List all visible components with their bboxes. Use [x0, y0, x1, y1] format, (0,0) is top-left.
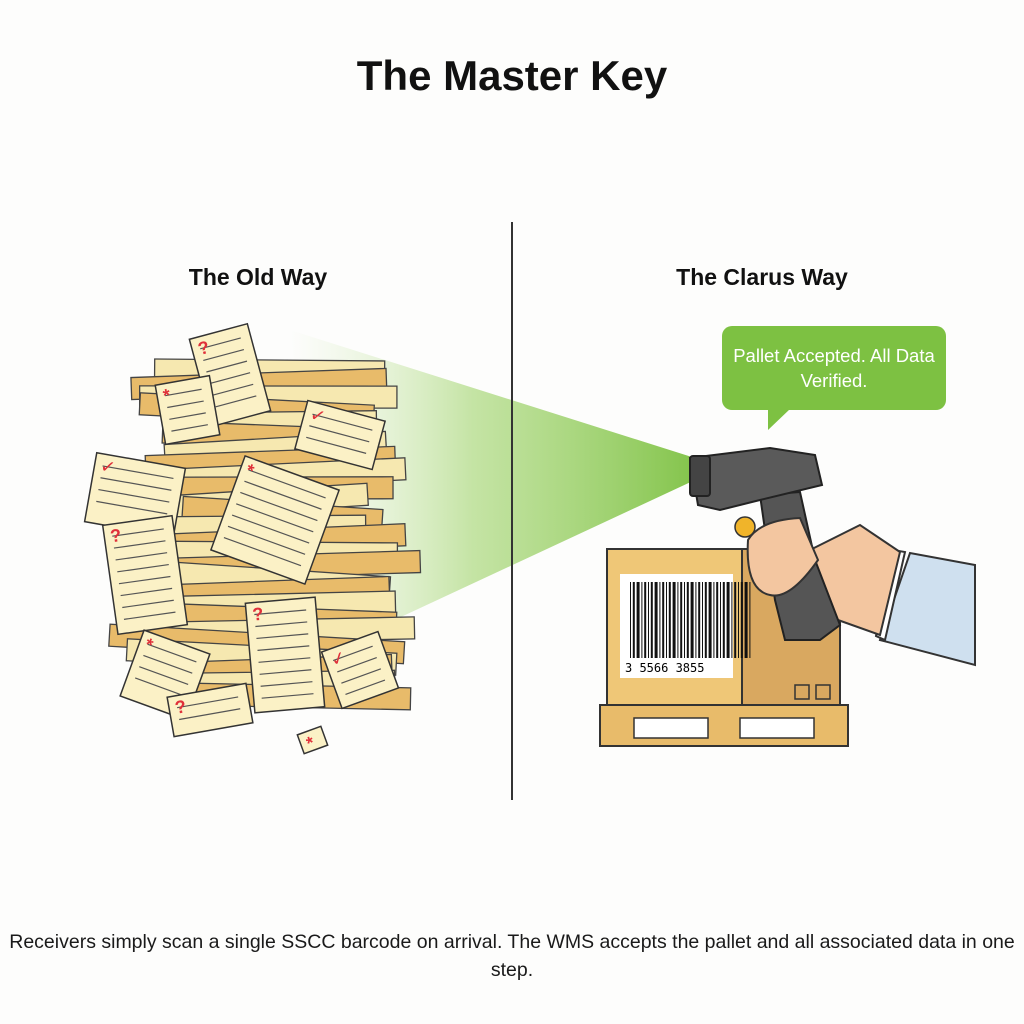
clarus-way-heading: The Clarus Way	[676, 264, 848, 290]
mark: *	[161, 385, 171, 406]
mark: ✓	[308, 404, 328, 427]
mark: ?	[251, 604, 264, 625]
divider	[511, 222, 513, 800]
caption: Receivers simply scan a single SSCC barc…	[9, 931, 1015, 981]
mark: ?	[196, 337, 212, 359]
page-title: The Master Key	[356, 52, 668, 99]
document: *	[154, 374, 221, 446]
document: *	[296, 725, 329, 755]
barcode-number: 3 5566 3855	[625, 661, 704, 675]
barcode	[630, 582, 751, 658]
document: ✓	[320, 630, 400, 710]
status-bubble: Pallet Accepted. All Data Verified.	[722, 326, 946, 430]
mark: ✓	[328, 647, 349, 671]
mark: ?	[109, 525, 123, 546]
paper-pile: ?*✓?*✓?*✓?*	[83, 322, 422, 755]
document: ?	[244, 596, 326, 714]
document: *	[209, 454, 341, 586]
scanner-hand	[688, 446, 976, 667]
old-way-heading: The Old Way	[188, 264, 328, 290]
status-text: Pallet Accepted. All Data Verified.	[733, 345, 935, 391]
document: ✓	[83, 451, 187, 539]
mark: ✓	[99, 456, 117, 478]
document: ✓	[293, 399, 387, 471]
document: ?	[101, 514, 189, 636]
document: ?	[166, 682, 254, 738]
mark: ?	[173, 696, 187, 718]
